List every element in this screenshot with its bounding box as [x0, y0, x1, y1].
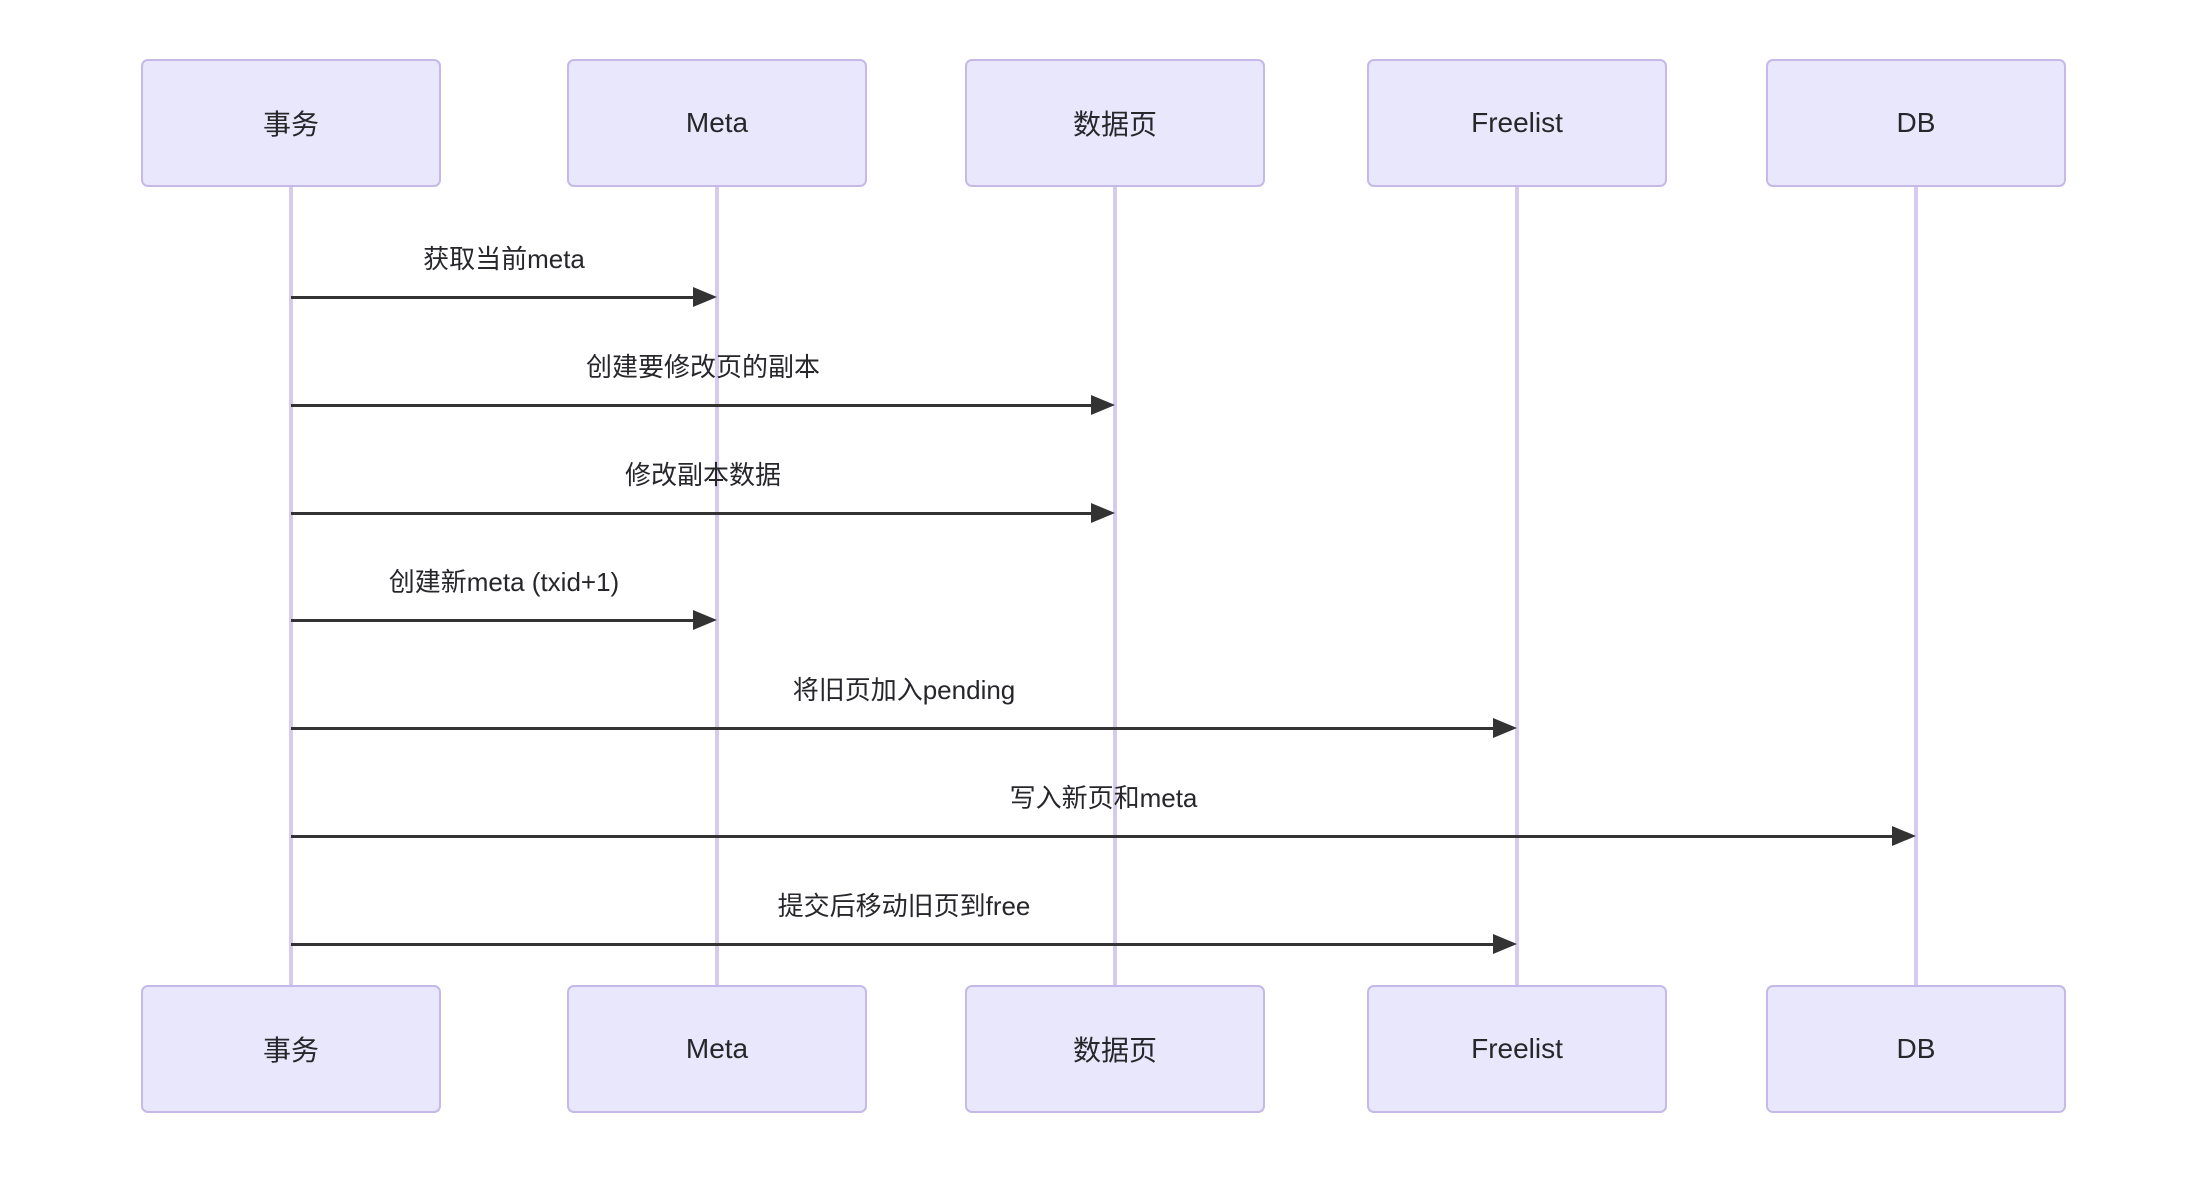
message-arrowhead — [1091, 503, 1115, 523]
message-label: 修改副本数据 — [624, 460, 782, 490]
actor-label-meta: Meta — [685, 1033, 749, 1064]
message-line — [291, 835, 1896, 838]
message-label: 写入新页和meta — [1009, 783, 1198, 813]
actor-box-top-meta: Meta — [567, 59, 867, 187]
message-arrowhead — [693, 610, 717, 630]
actor-label-freelist: Freelist — [1471, 107, 1563, 138]
actor-label-txn: 事务 — [262, 109, 319, 140]
actor-box-bottom-freelist: Freelist — [1367, 985, 1667, 1113]
lifeline-datapage — [1113, 187, 1117, 985]
message-line — [291, 296, 697, 299]
message-label: 创建新meta (txid+1) — [388, 567, 620, 597]
actor-label-datapage: 数据页 — [1072, 1035, 1157, 1066]
message-label: 将旧页加入pending — [792, 675, 1016, 705]
message-line — [291, 943, 1497, 946]
actor-box-bottom-db: DB — [1766, 985, 2066, 1113]
actor-box-top-datapage: 数据页 — [965, 59, 1265, 187]
message-line — [291, 619, 697, 622]
actor-label-db: DB — [1896, 1033, 1936, 1064]
message-line — [291, 727, 1497, 730]
message-line — [291, 404, 1095, 407]
actor-label-freelist: Freelist — [1471, 1033, 1563, 1064]
message-label: 创建要修改页的副本 — [585, 352, 821, 382]
actor-label-db: DB — [1896, 107, 1936, 138]
message-arrowhead — [1493, 718, 1517, 738]
message-arrowhead — [1892, 826, 1916, 846]
actor-box-top-db: DB — [1766, 59, 2066, 187]
message-arrowhead — [693, 287, 717, 307]
actor-box-bottom-txn: 事务 — [141, 985, 441, 1113]
actor-label-txn: 事务 — [262, 1035, 319, 1066]
message-label: 提交后移动旧页到free — [777, 891, 1031, 921]
lifeline-db — [1914, 187, 1918, 985]
message-arrowhead — [1493, 934, 1517, 954]
lifeline-txn — [289, 187, 293, 985]
message-label: 获取当前meta — [423, 244, 585, 274]
message-arrowhead — [1091, 395, 1115, 415]
lifeline-freelist — [1515, 187, 1519, 985]
actor-box-bottom-datapage: 数据页 — [965, 985, 1265, 1113]
message-line — [291, 512, 1095, 515]
actor-label-meta: Meta — [685, 107, 749, 138]
actor-box-bottom-meta: Meta — [567, 985, 867, 1113]
actor-box-top-txn: 事务 — [141, 59, 441, 187]
actor-label-datapage: 数据页 — [1072, 109, 1157, 140]
actor-box-top-freelist: Freelist — [1367, 59, 1667, 187]
lifeline-meta — [715, 187, 719, 985]
